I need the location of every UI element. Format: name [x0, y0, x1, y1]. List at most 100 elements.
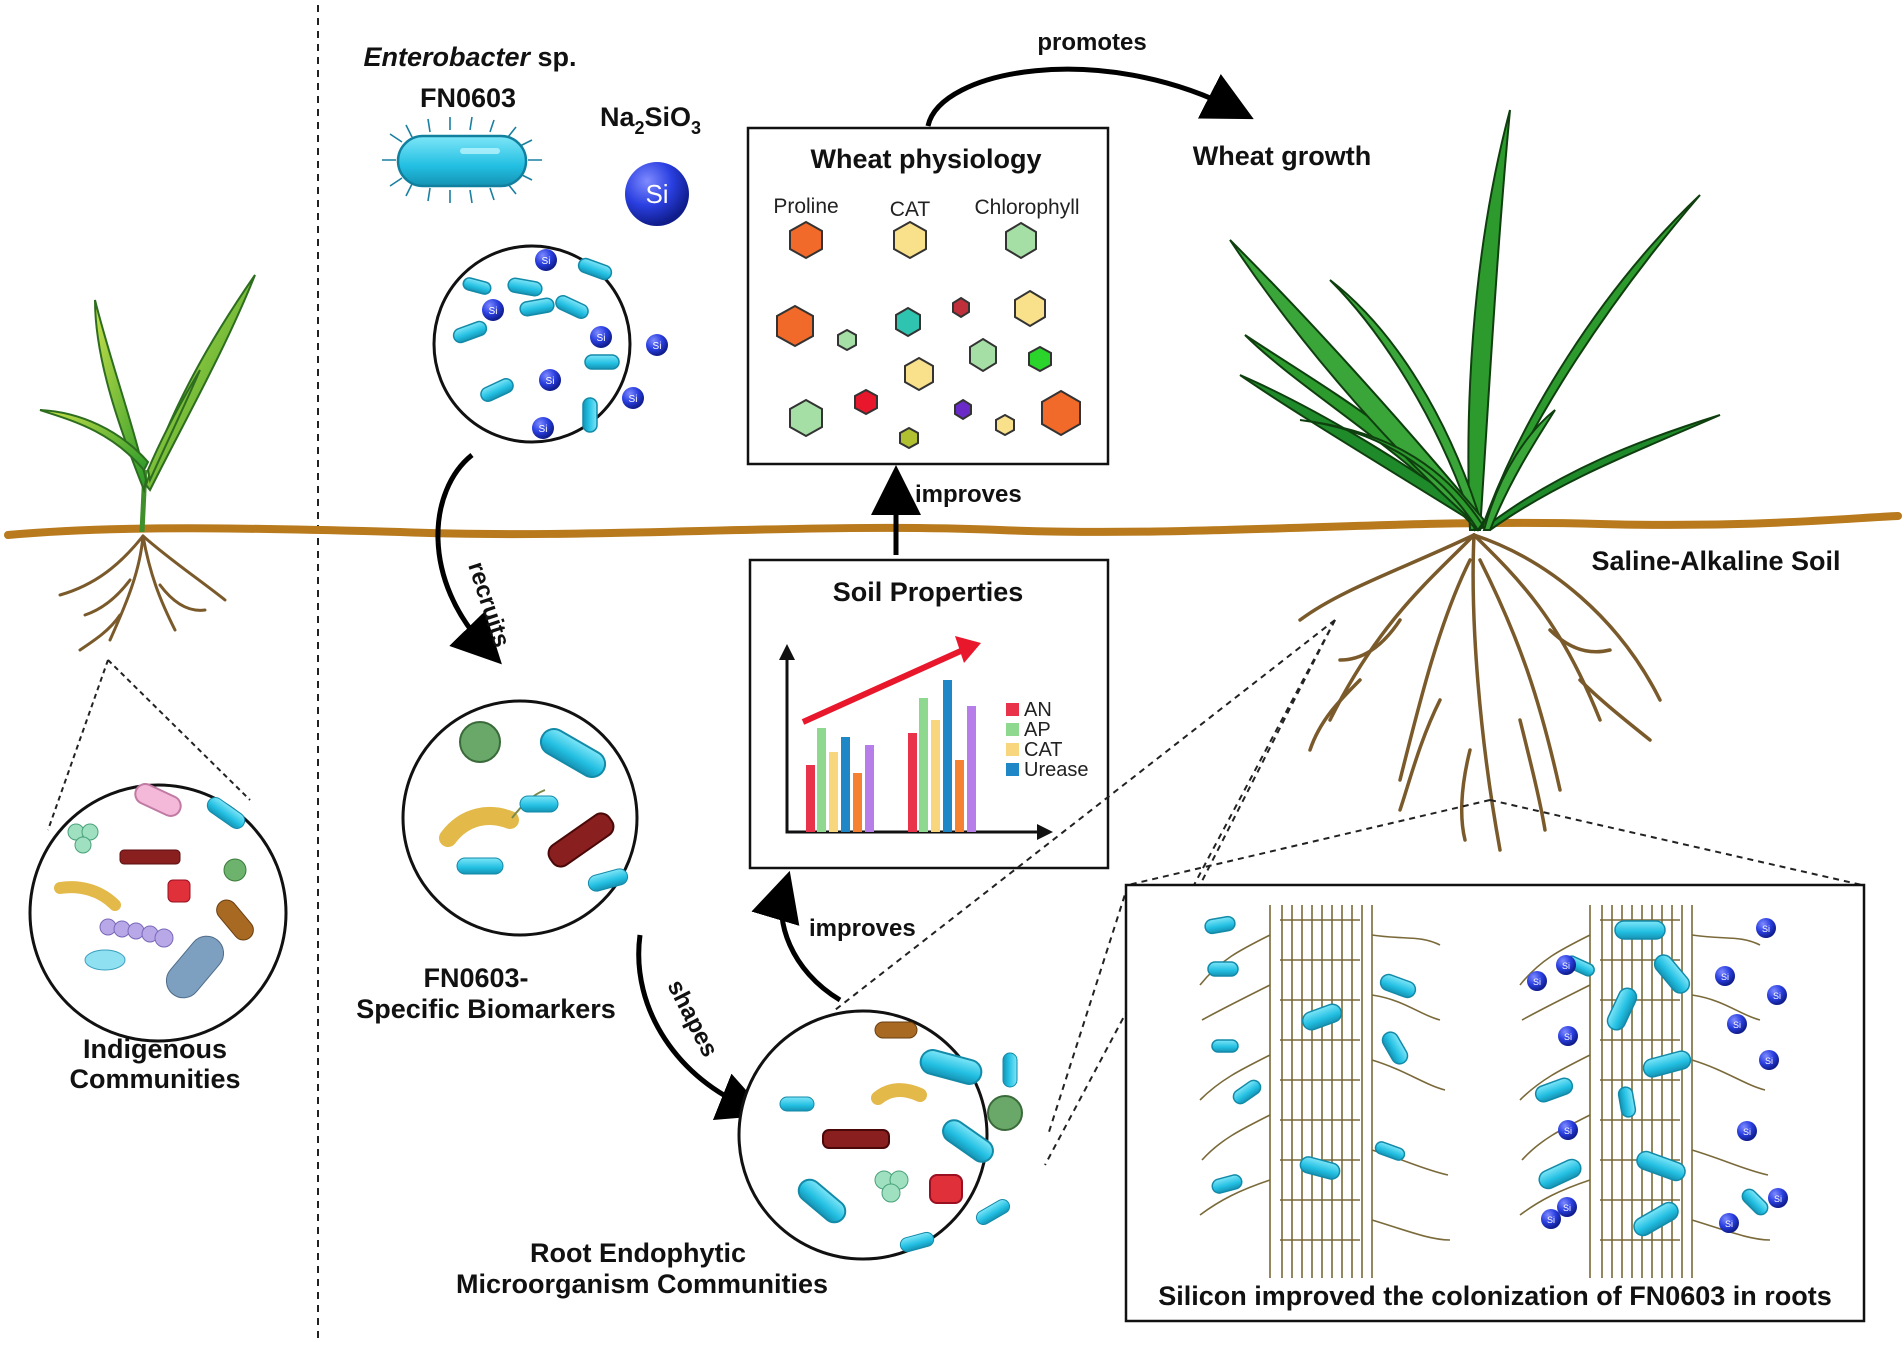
promotes-label: promotes [1037, 29, 1146, 56]
biomarkers-label: FN0603- [423, 963, 528, 993]
si-sphere-icon: Si [1556, 955, 1576, 975]
svg-text:Si: Si [1563, 1203, 1571, 1213]
si-sphere-icon: Si [625, 162, 689, 226]
colonization-box: Si Si Si Si Si Si Si Si Si Si Si Si Si S… [1124, 883, 1866, 1323]
si-sphere-icon: Si [1727, 1014, 1747, 1034]
si-sphere-icon: Si [1558, 1120, 1578, 1140]
si-particles: Si Si Si Si Si Si Si Si Si Si Si Si Si S… [1527, 918, 1788, 1233]
improves-soil-arrow [751, 870, 842, 1003]
seedling-roots [58, 534, 227, 652]
recruits-label: recruits [462, 559, 515, 651]
root-endophytic-circle [737, 1009, 1023, 1261]
zoom-line [1489, 799, 1863, 886]
svg-text:Si: Si [1721, 972, 1729, 982]
si-sphere-icon: Si [482, 299, 504, 321]
indigenous-label: Communities [69, 1064, 240, 1094]
strain-id: FN0603 [420, 83, 516, 113]
wheat-physiology-box: Wheat physiology Proline CAT Chlorophyll [746, 126, 1110, 466]
zoom-line [834, 619, 1336, 1011]
svg-text:Si: Si [1774, 1194, 1782, 1204]
svg-text:Si: Si [597, 333, 606, 344]
svg-text:Si: Si [489, 306, 498, 317]
physiology-title: Wheat physiology [810, 144, 1041, 174]
promotes-arrow [925, 66, 1254, 127]
bar-urease [943, 680, 952, 832]
improves-soil-label: improves [809, 915, 916, 942]
wheat-roots [1298, 533, 1662, 852]
bar-cat [931, 720, 940, 832]
si-sphere-icon: Si [1558, 1026, 1578, 1046]
svg-text:Si: Si [1564, 1126, 1572, 1136]
bar-ap [919, 698, 928, 832]
si-sphere-icon: Si [1768, 1188, 1788, 1208]
zoom-line [47, 659, 109, 831]
svg-text:Si: Si [1564, 1032, 1572, 1042]
si-sphere-icon: Si [622, 387, 644, 409]
si-sphere-icon: Si [1737, 1121, 1757, 1141]
trend-arrow [801, 647, 965, 725]
hexagon-markers [776, 220, 1081, 450]
bar-cat [829, 752, 838, 832]
colonization-caption: Silicon improved the colonization of FN0… [1158, 1281, 1832, 1311]
svg-text:Si: Si [1562, 961, 1570, 971]
si-sphere-icon: Si [1756, 918, 1776, 938]
si-sphere-icon: Si [590, 326, 612, 348]
svg-text:AP: AP [1024, 719, 1051, 741]
fn0603-bacteria-sparse [1204, 915, 1417, 1194]
si-sphere-icon: Si [532, 417, 554, 439]
physiology-item: CAT [890, 198, 931, 221]
si-sphere-icon: Si [1759, 1050, 1779, 1070]
compound-name: Na2SiO3 [600, 102, 701, 138]
svg-text:Si: Si [1765, 1056, 1773, 1066]
svg-text:Si: Si [546, 376, 555, 387]
improves-physiology-label: improves [915, 481, 1022, 508]
si-sphere-icon: Si [1527, 971, 1547, 991]
si-sphere-icon: Si [1767, 985, 1787, 1005]
si-sphere-icon: Si [535, 249, 557, 271]
svg-text:Si: Si [542, 256, 551, 267]
bar-an [806, 765, 815, 832]
bar-an [908, 733, 917, 832]
biomarkers-label: Specific Biomarkers [356, 994, 616, 1024]
bar-extra [865, 745, 874, 832]
si-sphere-icon: Si [646, 334, 668, 356]
svg-text:Si: Si [1547, 1215, 1555, 1225]
svg-text:Urease: Urease [1024, 759, 1088, 781]
bar-extra [853, 773, 862, 832]
soil-properties-title: Soil Properties [833, 577, 1024, 607]
svg-text:Si: Si [645, 179, 668, 209]
si-sphere-icon: Si [539, 369, 561, 391]
bar-urease [841, 737, 850, 832]
svg-text:Si: Si [1762, 924, 1770, 934]
fn0603-bacterium-icon [382, 116, 542, 204]
svg-text:Si: Si [539, 424, 548, 435]
si-sphere-icon: Si [1541, 1209, 1561, 1229]
svg-text:Si: Si [629, 394, 638, 405]
soil-bars [806, 680, 976, 832]
wheat-plant [1229, 109, 1721, 532]
soil-properties-box: Soil Properties AN AP CAT [748, 558, 1110, 870]
si-sphere-icon: Si [1557, 1197, 1577, 1217]
zoom-line [1127, 799, 1491, 886]
indigenous-community-circle [28, 783, 288, 1043]
endophytes-label: Root Endophytic [530, 1238, 746, 1268]
chart-legend: AN AP CAT Urease [1006, 699, 1088, 781]
strain-name: Enterobacter sp. [363, 42, 576, 72]
si-sphere-icon: Si [1715, 966, 1735, 986]
physiology-item: Chlorophyll [974, 196, 1079, 219]
zoom-line [107, 659, 251, 801]
svg-text:Si: Si [653, 341, 662, 352]
soil-line [4, 512, 1902, 539]
root-section-without-silicon [1199, 905, 1451, 1278]
soil-label: Saline-Alkaline Soil [1591, 546, 1840, 576]
bar-extra [955, 760, 964, 832]
shapes-arrow [636, 934, 769, 1121]
bar-ap [817, 728, 826, 832]
seedling [39, 274, 256, 533]
zoom-line [1047, 884, 1129, 1136]
svg-text:Si: Si [1743, 1127, 1751, 1137]
fn0603-silicon-mix-circle: Si Si Si Si Si Si Si [432, 244, 668, 444]
biomarkers-circle [401, 699, 639, 937]
recruits-arrow [435, 453, 502, 665]
